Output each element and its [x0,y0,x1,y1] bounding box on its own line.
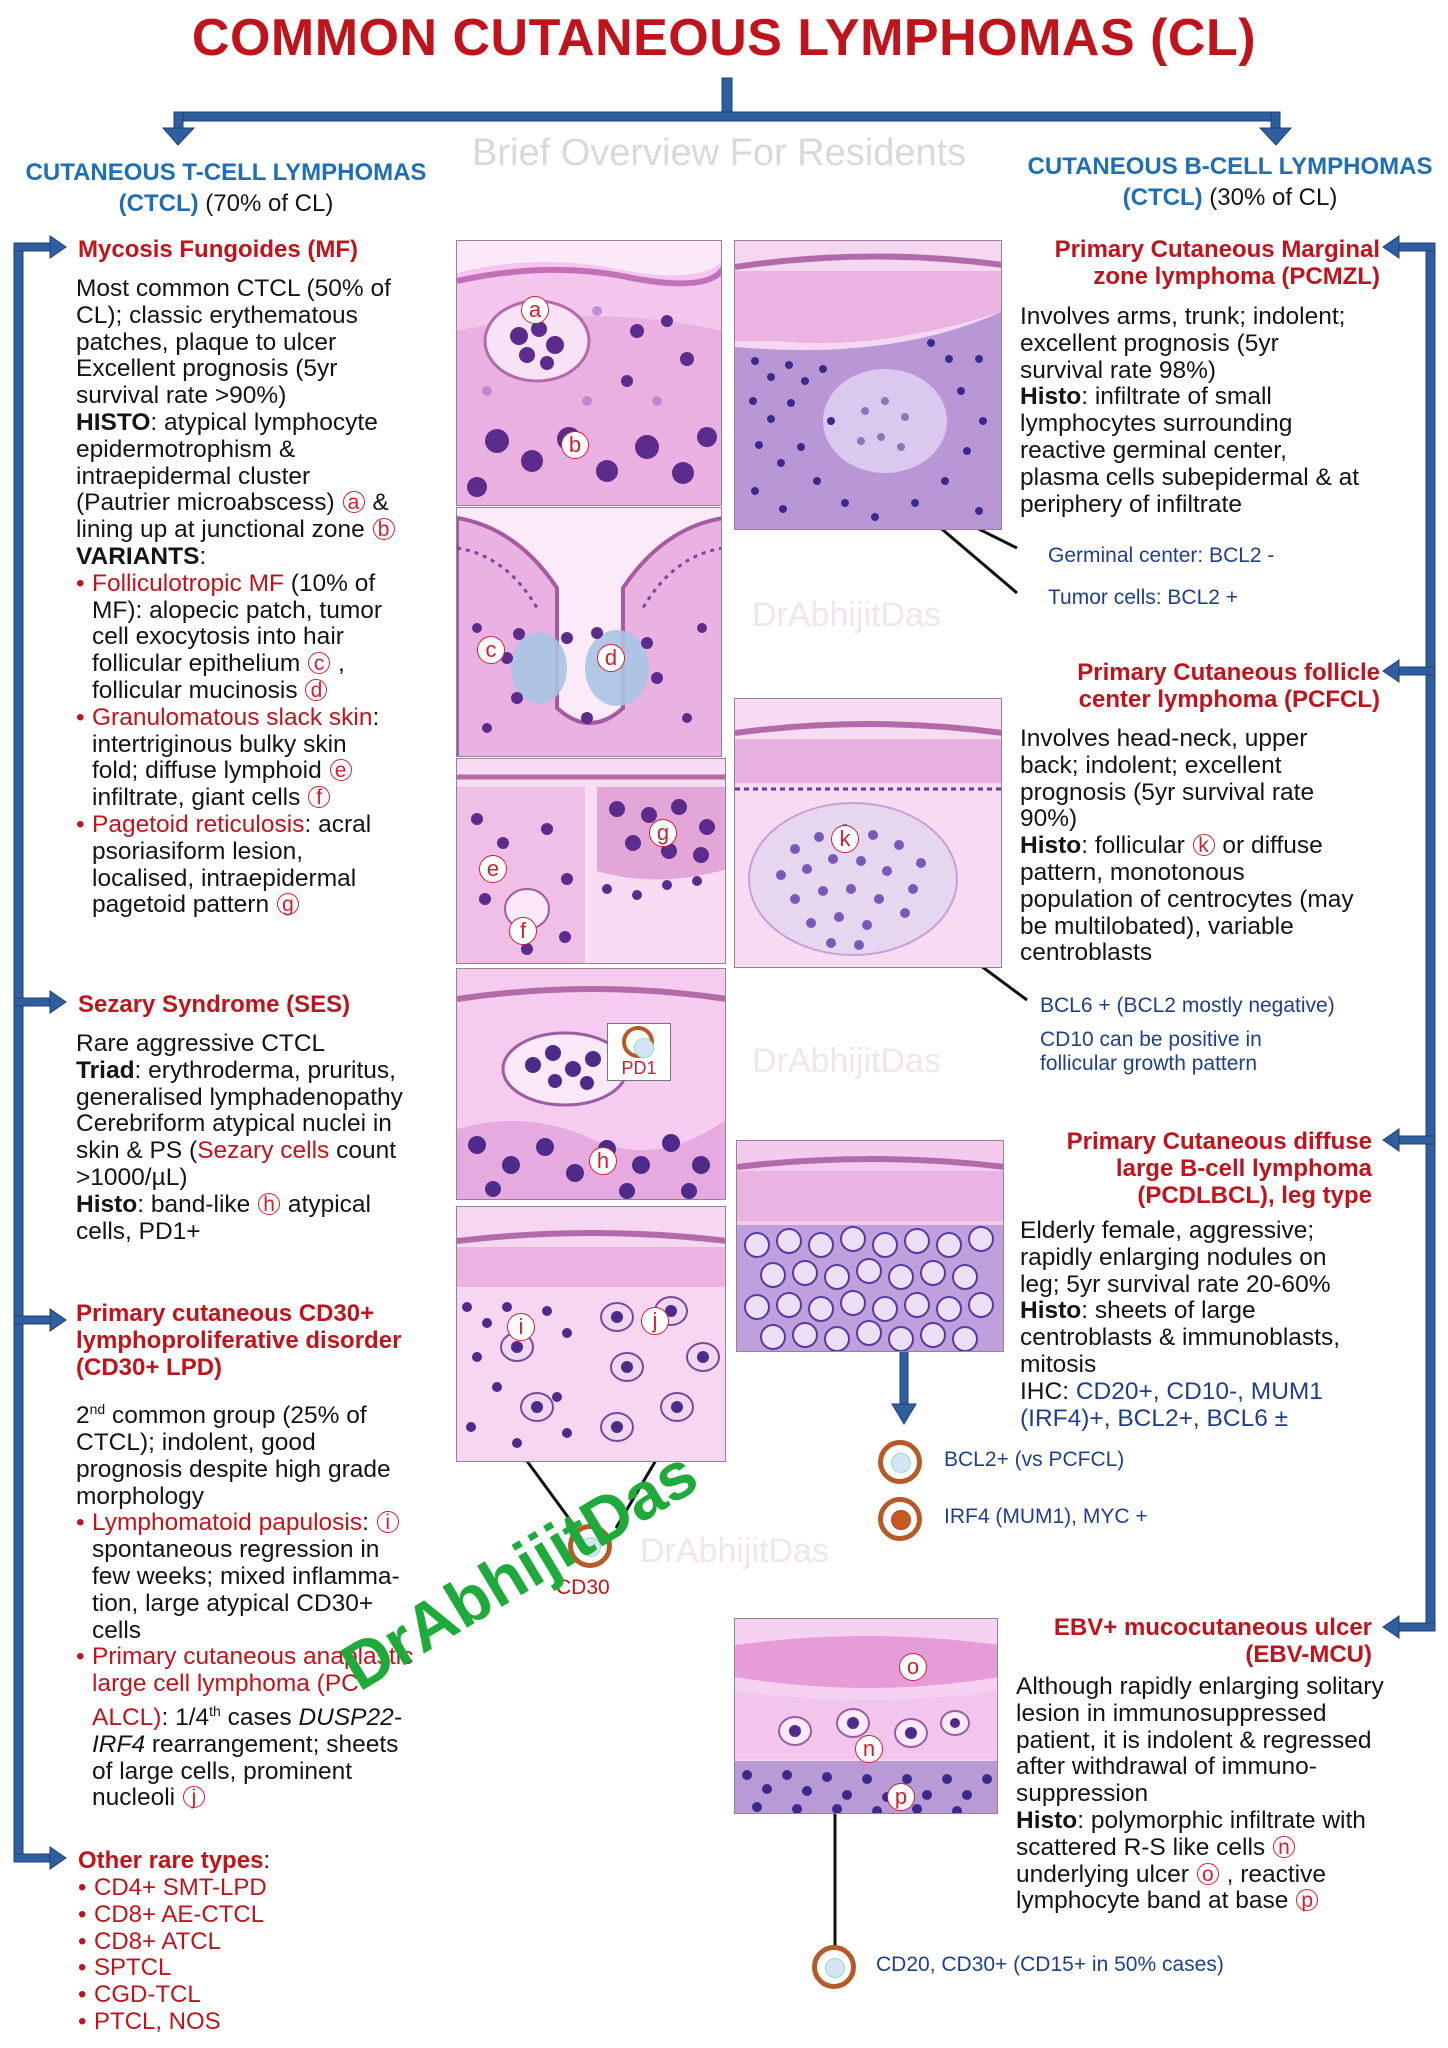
pcmzl-note-germinal: Germinal center: BCL2 - [1048,544,1275,567]
micrograph-cd30-lpd: i j [456,1206,726,1462]
micrograph-mf-pautrier: a b [456,240,722,506]
ebv-note: CD20, CD30+ (CD15+ in 50% cases) [876,1953,1224,1976]
pcmzl-note-tumor: Tumor cells: BCL2 + [1048,586,1239,609]
other-list: •CD4+ SMT-LPD •CD8+ AE-CTCL •CD8+ ATCL •… [78,1874,267,2036]
pcmzl-title: Primary Cutaneous Marginal zone lymphoma… [1054,236,1380,290]
list-item: •PTCL, NOS [78,2007,221,2035]
micrograph-label-i: i [507,1313,535,1341]
label-a-marker: a [342,491,365,514]
ses-title: Sezary Syndrome (SES) [78,991,351,1018]
label-i-marker: i [376,1511,399,1534]
lpd-title: Primary cutaneous CD30+ lymphoproliferat… [76,1300,402,1381]
pcdlbcl-note-bcl2: BCL2+ (vs PCFCL) [944,1448,1125,1471]
ebv-marker-icon [812,1945,856,1989]
pcfcl-note-bcl6: BCL6 + (BCL2 mostly negative) [1040,994,1335,1017]
pcfcl-note-cd10: CD10 can be positive in follicular growt… [1040,1028,1262,1075]
micrograph-sezary: PD1 h [456,968,726,1200]
micrograph-label-d: d [597,644,625,672]
label-n-marker: n [1272,1835,1295,1858]
mf-title: Mycosis Fungoides (MF) [78,236,359,263]
pcmzl-body: Involves arms, trunk; indolent; excellen… [1020,303,1360,518]
mf-variant-folliculotropic: • Folliculotropic MF (10% of MF): alopec… [76,569,383,704]
irf4-marker-icon [878,1497,922,1541]
label-h-marker: h [258,1192,281,1215]
ebv-title: EBV+ mucocutaneous ulcer (EBV-MCU) [1053,1614,1372,1668]
mf-body: Most common CTCL (50% of CL); classic er… [76,275,446,919]
micrograph-pcmzl [734,240,1002,530]
label-p-marker: p [1296,1889,1319,1912]
faint-watermark: DrAbhijitDas [640,1532,829,1570]
micrograph-label-f: f [509,917,537,945]
micrograph-mf-follicular: c d [456,507,722,757]
cbcl-heading-line1: CUTANEOUS B-CELL LYMPHOMAS [1027,153,1433,180]
micrograph-label-c: c [477,636,505,664]
pcdlbcl-title: Primary Cutaneous diffuse large B-cell l… [1066,1128,1372,1209]
lpd-variant-lyp: • Lymphomatoid papulosis: i spontaneous … [76,1509,400,1644]
faint-watermark: DrAbhijitDas [752,596,941,634]
ses-body: Rare aggressive CTCL Triad: erythroderma… [76,1030,403,1245]
ctcl-heading-pct: (70% of CL) [205,190,334,217]
lpd-variant-pcalcl: • Primary cutaneous anaplastic large cel… [76,1643,414,1812]
label-b-marker: b [372,518,395,541]
page-subtitle: Brief Overview For Residents [472,132,967,174]
list-item: •SPTCL [78,1954,172,1982]
label-o-marker: o [1196,1862,1219,1885]
micrograph-label-a: a [521,296,549,324]
ctcl-heading: CUTANEOUS T-CELL LYMPHOMAS (CTCL) (70% o… [16,157,436,219]
micrograph-label-e: e [479,855,507,883]
micrograph-label-j: j [641,1307,669,1335]
pd1-label: PD1 [621,1058,657,1078]
micrograph-ebv-mcu: o n p [734,1618,998,1814]
label-g-marker: g [276,893,299,916]
lpd-body: 2nd common group (25% of CTCL); indolent… [76,1396,446,1812]
other-title: Other rare types: [78,1847,271,1874]
list-item: •CGD-TCL [78,1981,201,2009]
list-item: •CD8+ ATCL [78,1927,221,1955]
micrograph-pcfcl: k [734,698,1002,968]
mf-variant-gss: • Granulomatous slack skin: intertrigino… [76,703,380,812]
bcl2-marker-icon [878,1440,922,1484]
micrograph-label-k: k [831,825,859,853]
pcfcl-title: Primary Cutaneous follicle center lympho… [1077,659,1380,713]
label-d-marker: d [305,678,328,701]
cd30-marker-icon [568,1524,612,1568]
pd1-marker-icon [622,1026,654,1058]
label-f-marker: f [308,786,331,809]
cd30-label: CD30 [556,1576,610,1599]
label-e-marker: e [329,759,352,782]
cbcl-heading-pct: (30% of CL) [1209,184,1338,211]
ctcl-heading-line1: CUTANEOUS T-CELL LYMPHOMAS [25,159,427,186]
micrograph-label-n: n [855,1735,883,1763]
page-title: COMMON CUTANEOUS LYMPHOMAS (CL) [191,9,1257,67]
micrograph-label-o: o [899,1653,927,1681]
label-c-marker: c [308,652,331,675]
cbcl-heading: CUTANEOUS B-CELL LYMPHOMAS (CTCL) (30% o… [1016,151,1444,213]
pcfcl-body: Involves head-neck, upper back; indolent… [1020,725,1354,967]
list-item: •CD8+ AE-CTCL [78,1900,265,1928]
list-item: •CD4+ SMT-LPD [78,1874,267,1901]
ebv-body: Although rapidly enlarging solitary lesi… [1016,1673,1384,1915]
cbcl-heading-abbr: (CTCL) [1122,184,1203,211]
label-k-marker: k [1192,834,1215,857]
pcdlbcl-body: Elderly female, aggressive; rapidly enla… [1020,1217,1340,1432]
micrograph-label-g: g [649,819,677,847]
mf-variant-pagetoid: • Pagetoid reticulosis: acral psoriasifo… [76,810,372,919]
micrograph-mf-variants: e f g [456,758,726,964]
micrograph-label-h: h [589,1147,617,1175]
micrograph-label-p: p [887,1783,915,1811]
micrograph-label-b: b [561,431,589,459]
pcdlbcl-note-irf4: IRF4 (MUM1), MYC + [944,1505,1148,1528]
label-j-marker: j [182,1786,205,1809]
ctcl-heading-abbr: (CTCL) [118,190,199,217]
micrograph-pcdlbcl [736,1140,1004,1352]
faint-watermark: DrAbhijitDas [752,1042,941,1080]
pd1-inset: PD1 [607,1023,671,1081]
